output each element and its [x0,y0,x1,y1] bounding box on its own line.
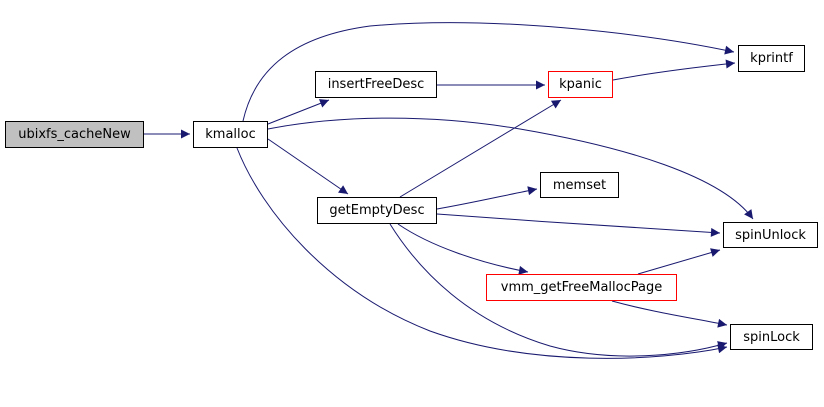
node-getEmptyDesc[interactable]: getEmptyDesc [317,197,437,224]
edge-getEmptyDesc-to-spinUnlock [436,213,721,237]
edge-vmm_getFreeMallocPage-to-spinLock [611,300,728,328]
edge-vmm_getFreeMallocPage-to-spinUnlock [637,248,721,275]
edge-kmalloc-to-getEmptyDesc [267,138,349,195]
node-label: kprintf [750,51,793,66]
node-label: spinLock [743,329,800,345]
node-kprintf[interactable]: kprintf [738,45,805,72]
node-memset[interactable]: memset [540,172,619,198]
edge-getEmptyDesc-to-memset [436,186,538,210]
node-label: vmm_getFreeMallocPage [500,280,663,295]
node-label: getEmptyDesc [329,203,425,218]
node-label: ubixfs_cacheNew [18,127,131,142]
node-vmm_getFreeMallocPage[interactable]: vmm_getFreeMallocPage [486,274,677,301]
edge-getEmptyDesc-to-kpanic [399,99,562,198]
node-ubixfs_cacheNew: ubixfs_cacheNew [5,121,144,148]
node-label: kpanic [559,77,602,92]
edge-getEmptyDesc-to-vmm_getFreeMallocPage [397,223,529,275]
node-insertFreeDesc[interactable]: insertFreeDesc [315,71,437,98]
node-label: memset [552,177,607,193]
edge-kmalloc-to-kprintf [242,22,735,122]
edge-getEmptyDesc-to-spinLock [389,223,728,357]
node-label: spinUnlock [735,227,806,243]
node-label: kmalloc [205,127,256,142]
node-kpanic[interactable]: kpanic [548,71,613,98]
node-spinUnlock[interactable]: spinUnlock [723,222,818,248]
edge-kpanic-to-kprintf [612,59,736,81]
node-kmalloc[interactable]: kmalloc [193,121,268,148]
node-spinLock[interactable]: spinLock [730,324,813,350]
edge-kmalloc-to-spinLock [236,147,728,359]
edge-kmalloc-to-spinUnlock [267,117,754,220]
node-label: insertFreeDesc [327,77,425,92]
edge-kmalloc-to-insertFreeDesc [267,99,330,125]
